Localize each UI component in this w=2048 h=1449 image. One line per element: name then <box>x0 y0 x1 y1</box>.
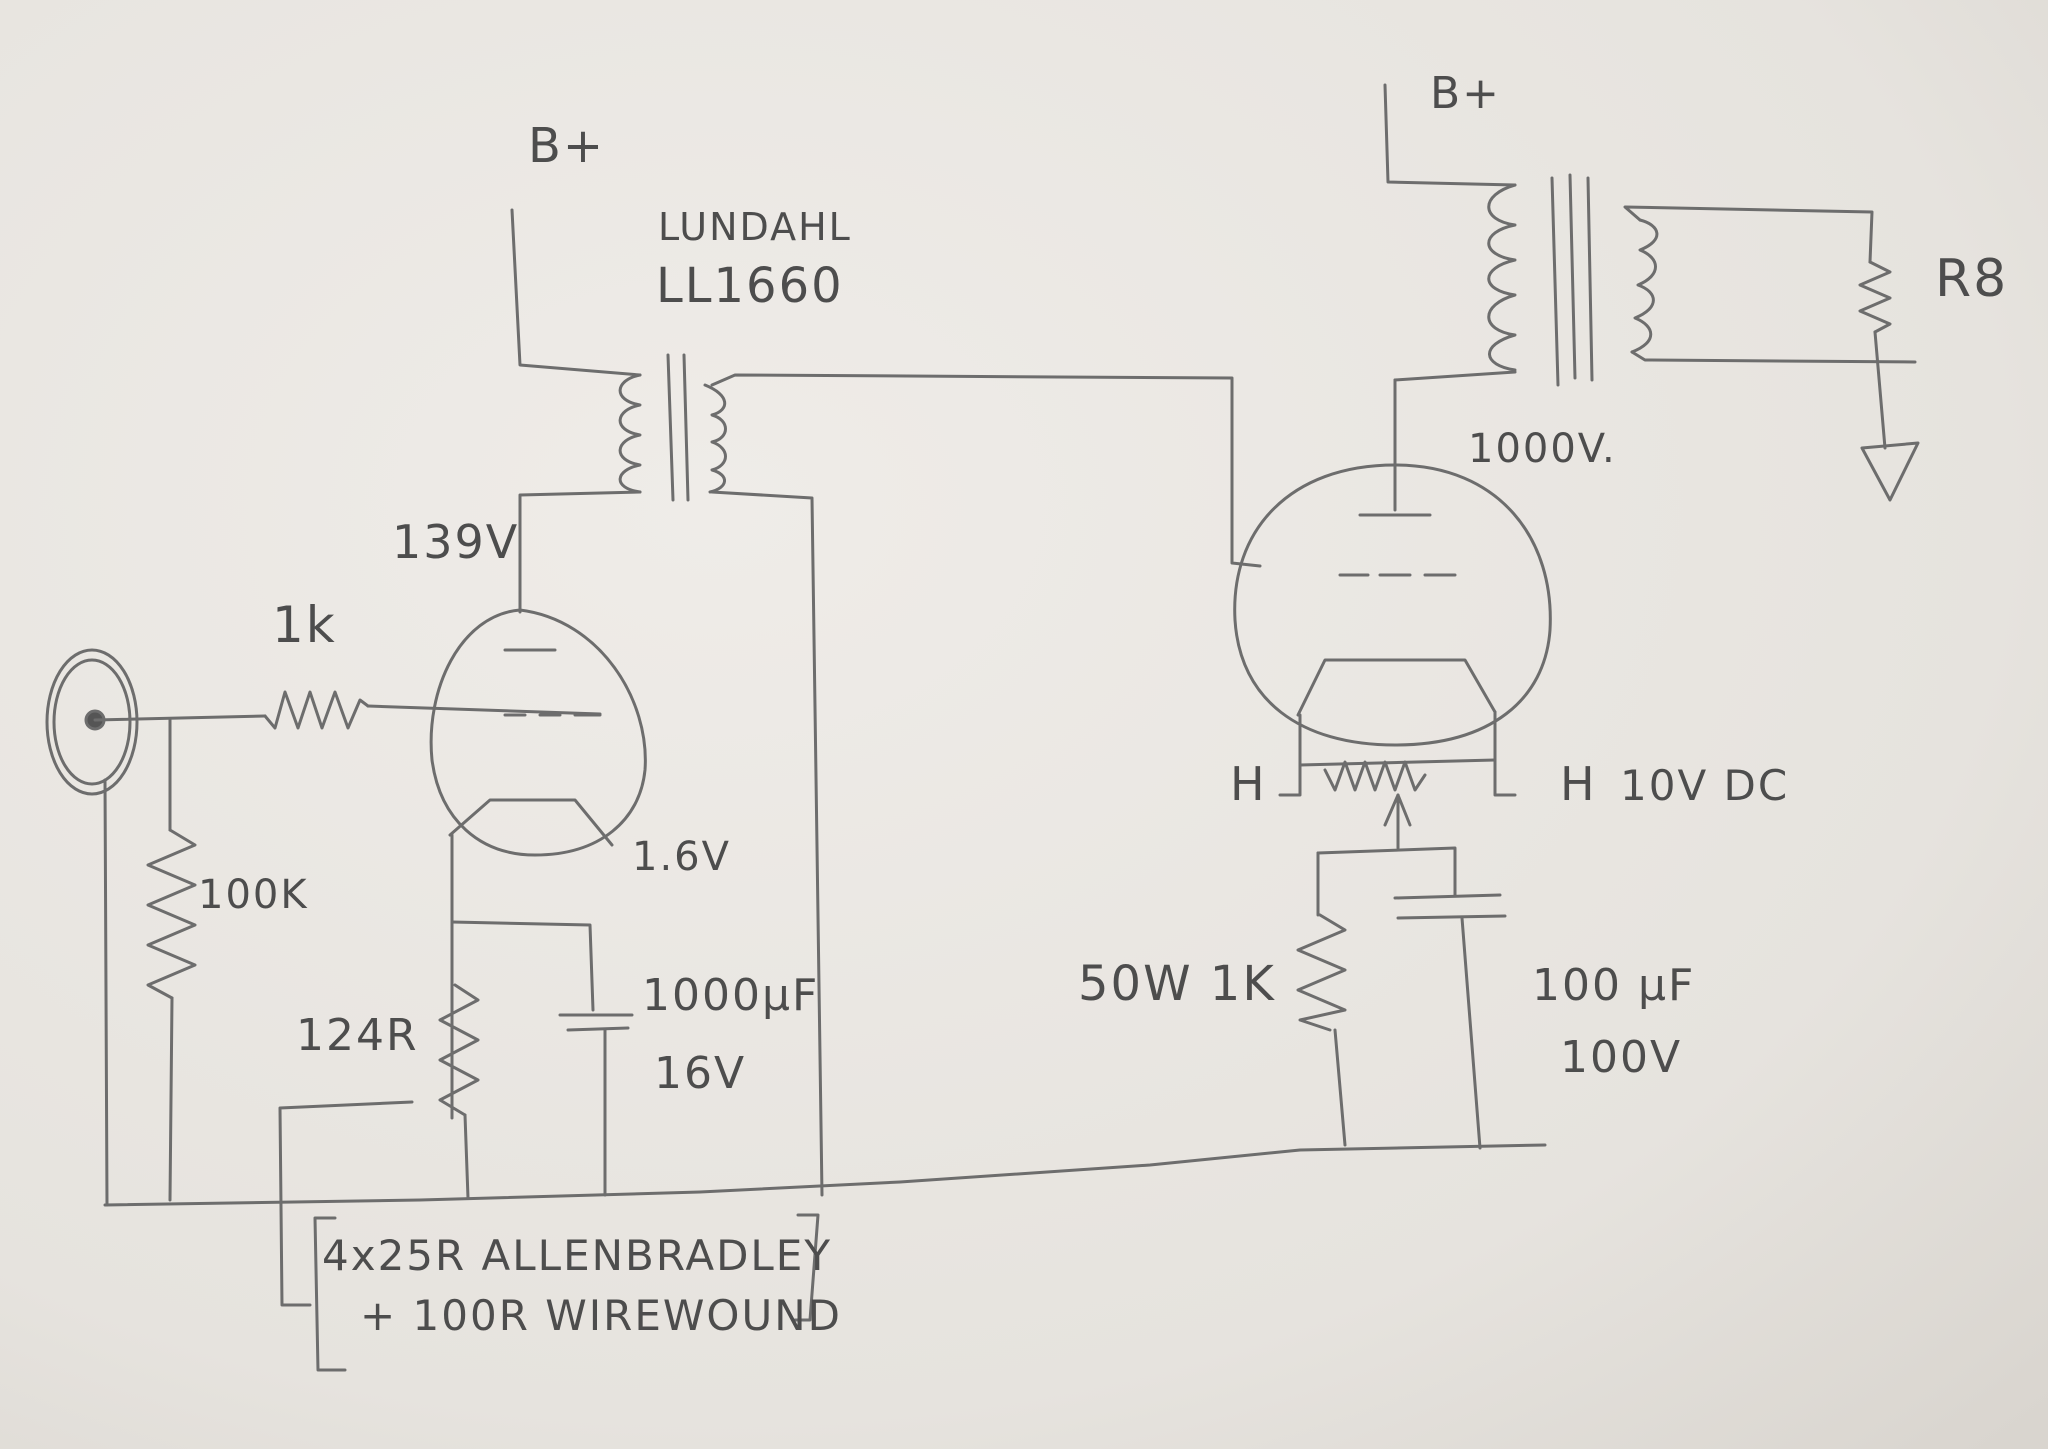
bplus-right-label: B+ <box>1430 68 1501 119</box>
heater-right-label: H <box>1560 757 1597 811</box>
input-jack-symbol <box>45 648 139 796</box>
right-transformer-primary <box>1487 183 1517 372</box>
left-secondary-return <box>710 490 824 1197</box>
grid-leak-resistor-100k <box>146 828 197 1000</box>
left-primary-lower-lead <box>518 490 642 530</box>
note-bracket-left <box>278 1100 414 1307</box>
left-transformer-secondary <box>703 383 727 494</box>
schematic-wiring <box>45 83 1920 1372</box>
power-resistor-label: 50W 1K <box>1078 956 1276 1012</box>
grid-leak-label: 100K <box>198 872 309 918</box>
left-transformer-core <box>666 353 690 502</box>
schematic-labels: B+ B+ LUNDAHL LL1660 139V 1k 100K 1.6V 1… <box>198 68 2008 1340</box>
grid-wire <box>366 704 602 716</box>
transformer-model-label: LL1660 <box>656 258 844 314</box>
ground-bus <box>103 1143 1547 1207</box>
cathode-cap-value-label: 1000µF <box>642 970 819 1021</box>
cathode-resistor-label: 124R <box>296 1010 419 1061</box>
jack-ground-lead <box>103 778 109 1207</box>
transformer-brand-label: LUNDAHL <box>658 205 852 249</box>
right-transformer-secondary <box>1630 218 1659 354</box>
ground-symbol <box>1860 441 1920 502</box>
right-bplus-wire <box>1383 83 1517 187</box>
cathode-bypass-node <box>450 920 595 1012</box>
heater-left-label: H <box>1230 757 1267 811</box>
cathode-resistor-124r <box>438 983 480 1117</box>
right-transformer-core <box>1550 173 1594 387</box>
right-cathode-node <box>1316 846 1457 897</box>
note-line2-label: + 100R WIREWOUND <box>360 1291 842 1340</box>
plate-voltage-right-label: 1000V. <box>1468 426 1617 472</box>
cathode-capacitor <box>558 1013 634 1032</box>
left-triode-symbol <box>429 608 647 857</box>
power-resistor-50w-1k <box>1296 913 1347 1032</box>
input-wire <box>93 714 267 722</box>
heater-humbug-pot <box>1323 760 1427 792</box>
load-resistor-label: R8 <box>1935 249 2008 309</box>
cathode-voltage-label: 1.6V <box>632 834 731 880</box>
right-primary-lower-lead <box>1393 370 1517 382</box>
left-bplus-wire <box>510 208 642 377</box>
cathode-cap-voltage-label: 16V <box>654 1048 746 1099</box>
load-ground-lead <box>1873 330 1887 450</box>
note-line1-label: 4x25R ALLENBRADLEY <box>322 1231 832 1280</box>
load-resistor <box>1858 260 1892 334</box>
bypass-cap-value-label: 100 µF <box>1532 960 1695 1011</box>
secondary-bottom-wire <box>1630 350 1917 364</box>
cathode-resistor-lead <box>463 1113 470 1200</box>
plate-voltage-left-label: 139V <box>392 515 519 569</box>
secondary-top-wire <box>1623 205 1874 264</box>
grid-leak-wire-bottom <box>168 996 174 1202</box>
heater-supply-label: 10V DC <box>1620 761 1789 810</box>
bypass-capacitor <box>1393 893 1507 920</box>
grid-resistor-label: 1k <box>272 596 337 654</box>
left-transformer-primary <box>618 373 642 494</box>
grid-resistor-1k <box>263 690 370 730</box>
right-triode-symbol <box>1233 463 1552 797</box>
power-resistor-lead <box>1333 1028 1347 1147</box>
note-bracket-box <box>313 1213 820 1372</box>
bypass-cap-voltage-label: 100V <box>1560 1032 1682 1083</box>
bypass-cap-lead <box>1460 916 1482 1150</box>
bplus-left-label: B+ <box>528 118 605 174</box>
